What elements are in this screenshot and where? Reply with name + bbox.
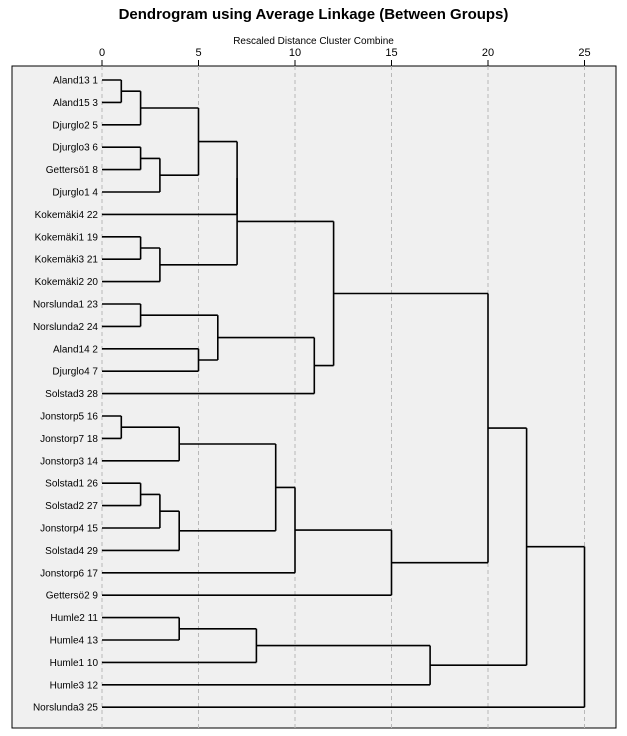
leaf-label: Humle3 12 — [50, 680, 99, 691]
leaf-label: Aland14 2 — [53, 344, 98, 355]
x-axis-ticks: 0 5 10 15 20 25 — [99, 47, 591, 66]
leaf-label: Kokemäki2 20 — [35, 277, 99, 288]
leaf-label: Humle1 10 — [50, 658, 99, 669]
x-tick-label: 10 — [289, 47, 301, 59]
chart-title: Dendrogram using Average Linkage (Betwee… — [118, 6, 509, 23]
x-tick-label: 15 — [385, 47, 397, 59]
leaf-label: Humle2 11 — [50, 613, 98, 624]
dendrogram-links — [102, 79, 586, 709]
leaf-label: Jonstorp3 14 — [40, 456, 98, 467]
leaf-label: Gettersö1 8 — [46, 165, 99, 176]
leaf-label: Humle4 13 — [50, 636, 99, 647]
leaf-label: Solstad4 29 — [45, 546, 98, 557]
leaf-label: Djurglo2 5 — [52, 120, 98, 131]
leaf-label: Kokemäki1 19 — [35, 232, 99, 243]
leaf-label: Norslunda2 24 — [33, 322, 98, 333]
leaf-label: Aland13 1 — [53, 76, 98, 87]
leaf-label: Solstad3 28 — [45, 389, 98, 400]
x-tick-label: 5 — [195, 47, 201, 59]
leaf-label: Djurglo4 7 — [52, 367, 98, 378]
leaf-label: Djurglo3 6 — [52, 143, 98, 154]
leaf-label: Norslunda1 23 — [33, 300, 98, 311]
leaf-label: Norslunda3 25 — [33, 703, 98, 714]
x-tick-label: 25 — [578, 47, 590, 59]
x-tick-label: 20 — [482, 47, 494, 59]
x-tick-label: 0 — [99, 47, 105, 59]
leaf-label: Kokemäki4 22 — [35, 210, 99, 221]
plot-frame — [11, 65, 617, 729]
leaf-label: Aland15 3 — [53, 98, 98, 109]
leaf-label: Gettersö2 9 — [46, 591, 99, 602]
leaf-label: Kokemäki3 21 — [35, 255, 99, 266]
leaf-label: Djurglo1 4 — [52, 188, 98, 199]
leaf-label: Solstad2 27 — [45, 501, 98, 512]
leaf-label: Jonstorp7 18 — [40, 434, 98, 445]
leaf-label: Jonstorp5 16 — [40, 412, 98, 423]
leaf-label: Jonstorp4 15 — [40, 524, 98, 535]
leaf-labels: Aland13 1 Aland15 3 Djurglo2 5 Djurglo3 6 Ge… — [33, 76, 98, 714]
x-axis-label: Rescaled Distance Cluster Combine — [233, 36, 394, 47]
leaf-label: Solstad1 26 — [45, 479, 98, 490]
leaf-label: Jonstorp6 17 — [40, 568, 98, 579]
